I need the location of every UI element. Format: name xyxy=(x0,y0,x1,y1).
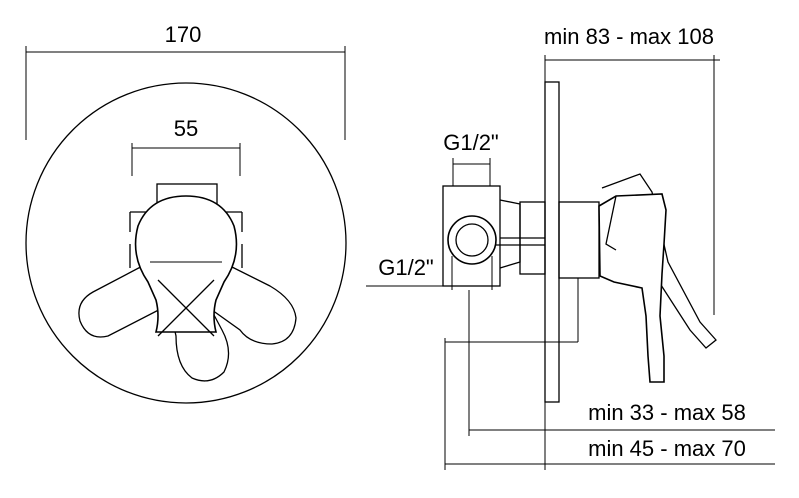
handle-width-dimension: 55 xyxy=(131,116,241,176)
diameter-dimension: 170 xyxy=(25,22,346,140)
top-thread-label: G1/2" xyxy=(443,130,499,155)
front-view: 170 55 xyxy=(25,22,347,404)
handle-width-label: 55 xyxy=(174,116,198,141)
cartridge-housing xyxy=(558,201,600,342)
front-depth-label: min 33 - max 58 xyxy=(588,400,746,425)
valve-body xyxy=(442,185,546,287)
inner-depth-dimension: min 45 - max 70 xyxy=(445,436,775,465)
top-thread-dimension: G1/2" xyxy=(443,130,499,186)
overall-depth-label: min 83 - max 108 xyxy=(544,24,714,49)
handle-front xyxy=(134,195,238,337)
side-thread-label: G1/2" xyxy=(378,255,434,280)
handle-ghost-positions xyxy=(78,261,297,382)
inner-depth-label: min 45 - max 70 xyxy=(588,436,746,461)
side-thread-dimension: G1/2" xyxy=(366,255,493,290)
handle-side xyxy=(598,193,667,383)
diameter-label: 170 xyxy=(165,22,202,47)
side-view: min 83 - max 108 G1/2" G1/2" xyxy=(366,24,775,470)
front-depth-dimension: min 33 - max 58 xyxy=(444,290,775,470)
cover-plate xyxy=(25,82,347,404)
wall-plate xyxy=(544,81,560,403)
